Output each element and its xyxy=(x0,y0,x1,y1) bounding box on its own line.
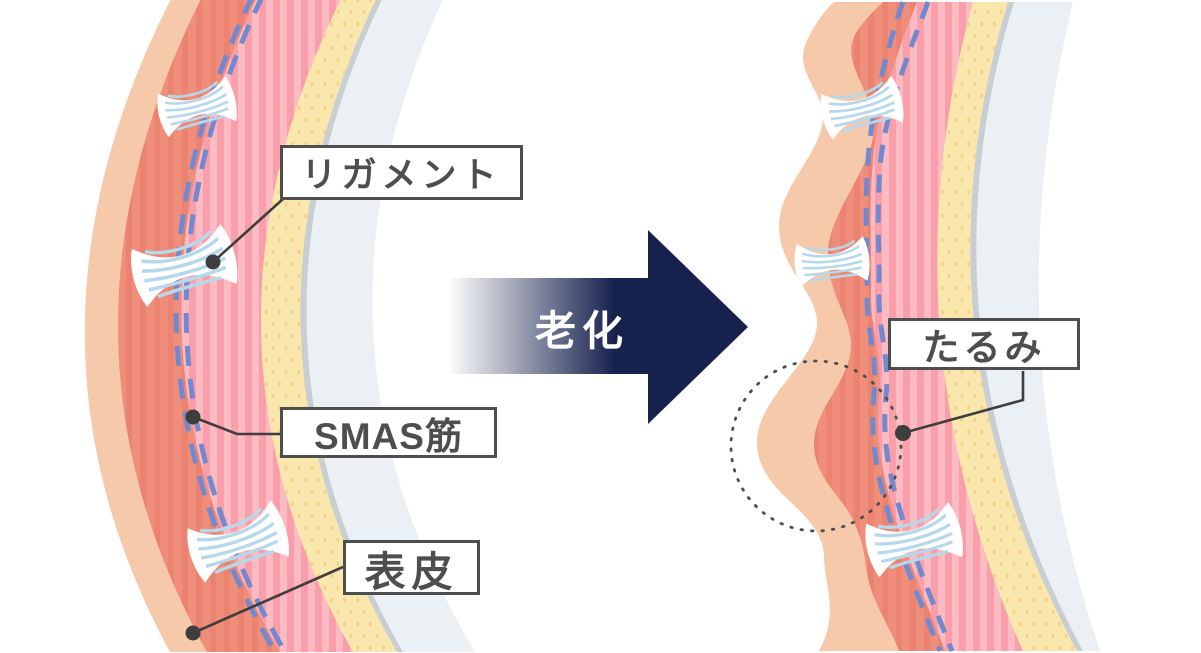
connector-dot xyxy=(185,409,201,425)
ligament-label: リガメント xyxy=(280,145,523,200)
aging-arrow-label: 老化 xyxy=(535,308,629,354)
epidermis-label: 表皮 xyxy=(343,540,480,595)
connector-dot xyxy=(185,625,201,641)
sagging-circle xyxy=(729,359,903,533)
connector-dot xyxy=(205,254,221,270)
background-mask xyxy=(0,0,171,652)
smas-dashed-line xyxy=(863,1,955,652)
sagging-label: たるみ xyxy=(888,318,1080,370)
aging-arrow xyxy=(448,230,748,424)
background-mask xyxy=(750,2,834,651)
connector-line-smas xyxy=(192,415,280,436)
connector-line-ligament xyxy=(212,198,284,263)
connector-line-epidermis xyxy=(192,565,344,635)
callout-dots xyxy=(185,254,911,641)
connector-line-sagging xyxy=(902,371,1025,435)
smas-label: SMAS筋 xyxy=(280,407,497,458)
connector-dot xyxy=(895,425,911,441)
callout-connectors xyxy=(192,198,1025,635)
